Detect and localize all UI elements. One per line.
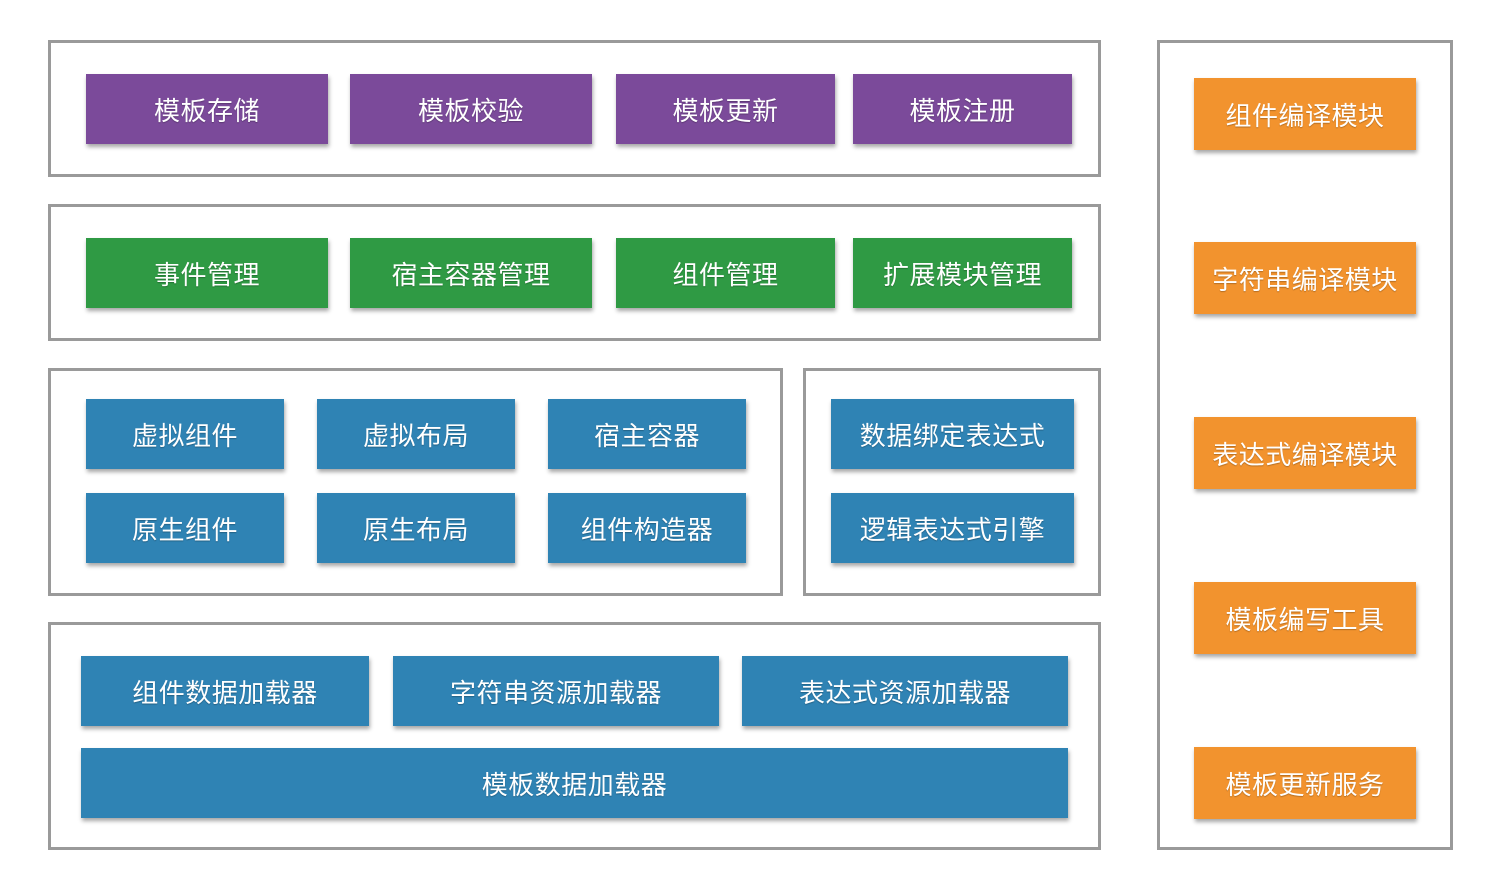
component-constructor-box: 组件构造器 bbox=[548, 493, 746, 563]
virtual-layout-box: 虚拟布局 bbox=[317, 399, 515, 469]
template-validation-box: 模板校验 bbox=[350, 74, 592, 144]
tools-column: 组件编译模块 字符串编译模块 表达式编译模块 模板编写工具 模板更新服务 bbox=[1157, 40, 1453, 850]
component-compile-module-box: 组件编译模块 bbox=[1194, 78, 1416, 150]
extension-module-management-box: 扩展模块管理 bbox=[853, 238, 1072, 308]
string-compile-module-box: 字符串编译模块 bbox=[1194, 242, 1416, 314]
native-component-box: 原生组件 bbox=[86, 493, 284, 563]
component-data-loader-box: 组件数据加载器 bbox=[81, 656, 369, 726]
data-binding-expression-box: 数据绑定表达式 bbox=[831, 399, 1074, 469]
loader-layer: 组件数据加载器 字符串资源加载器 表达式资源加载器 模板数据加载器 bbox=[48, 622, 1101, 850]
template-update-box: 模板更新 bbox=[616, 74, 835, 144]
template-storage-box: 模板存储 bbox=[86, 74, 328, 144]
component-management-box: 组件管理 bbox=[616, 238, 835, 308]
template-update-service-box: 模板更新服务 bbox=[1194, 747, 1416, 819]
template-storage-layer: 模板存储 模板校验 模板更新 模板注册 bbox=[48, 40, 1101, 177]
expression-compile-module-box: 表达式编译模块 bbox=[1194, 417, 1416, 489]
expression-resource-loader-box: 表达式资源加载器 bbox=[742, 656, 1068, 726]
event-management-box: 事件管理 bbox=[86, 238, 328, 308]
host-container-management-box: 宿主容器管理 bbox=[350, 238, 592, 308]
management-layer: 事件管理 宿主容器管理 组件管理 扩展模块管理 bbox=[48, 204, 1101, 341]
logic-expression-engine-box: 逻辑表达式引擎 bbox=[831, 493, 1074, 563]
template-data-loader-box: 模板数据加载器 bbox=[81, 748, 1068, 818]
component-layer: 虚拟组件 虚拟布局 宿主容器 原生组件 原生布局 组件构造器 bbox=[48, 368, 783, 596]
template-authoring-tool-box: 模板编写工具 bbox=[1194, 582, 1416, 654]
host-container-box: 宿主容器 bbox=[548, 399, 746, 469]
template-registration-box: 模板注册 bbox=[853, 74, 1072, 144]
expression-layer: 数据绑定表达式 逻辑表达式引擎 bbox=[803, 368, 1101, 596]
string-resource-loader-box: 字符串资源加载器 bbox=[393, 656, 719, 726]
native-layout-box: 原生布局 bbox=[317, 493, 515, 563]
virtual-component-box: 虚拟组件 bbox=[86, 399, 284, 469]
